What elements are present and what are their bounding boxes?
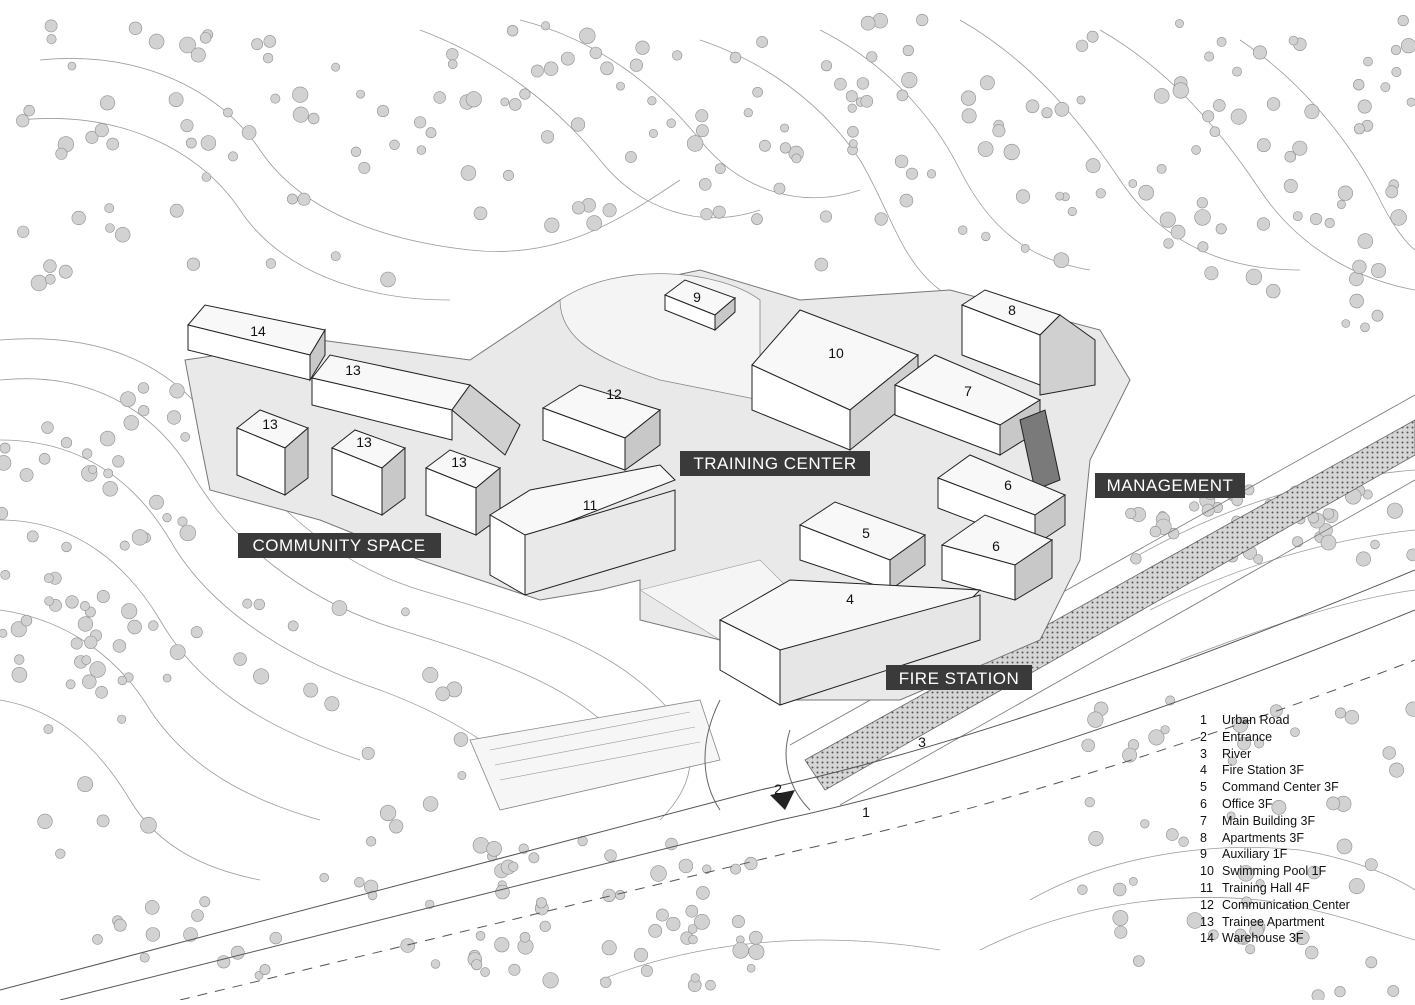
legend-item-label: Main Building 3F bbox=[1222, 813, 1316, 828]
building-label-6-upper: 6 bbox=[1004, 477, 1012, 493]
building-label-13-c: 13 bbox=[451, 454, 467, 470]
legend-item-label: Swimming Pool 1F bbox=[1222, 864, 1327, 879]
svg-text:FIRE STATION: FIRE STATION bbox=[899, 669, 1020, 688]
legend: 1 Urban Road 2 Entrance 3 River 4 Fire Station … bbox=[1200, 712, 1400, 947]
svg-text:TRAINING CENTER: TRAINING CENTER bbox=[693, 454, 856, 473]
building-label-5: 5 bbox=[862, 525, 870, 541]
building-label-13-a: 13 bbox=[262, 416, 278, 432]
legend-item-label: Office 3F bbox=[1222, 796, 1273, 811]
legend-item: 5 Command Center 3F bbox=[1200, 779, 1400, 796]
legend-list: 1 Urban Road 2 Entrance 3 River 4 Fire Station … bbox=[1200, 712, 1400, 947]
legend-item: 10 Swimming Pool 1F bbox=[1200, 863, 1400, 880]
legend-item-label: Trainee Apartment bbox=[1222, 914, 1325, 929]
legend-item: 6 Office 3F bbox=[1200, 796, 1400, 813]
zone-label-management: MANAGEMENT bbox=[1095, 473, 1245, 498]
building-label-14: 14 bbox=[250, 323, 266, 339]
marker-entrance: 2 bbox=[774, 781, 782, 797]
legend-item-number: 12 bbox=[1200, 897, 1214, 912]
entrance-road bbox=[704, 699, 811, 811]
zone-label-community: COMMUNITY SPACE bbox=[238, 533, 441, 558]
building-label-13-b: 13 bbox=[356, 434, 372, 450]
legend-item: 4 Fire Station 3F bbox=[1200, 762, 1400, 779]
legend-item: 9 Auxiliary 1F bbox=[1200, 846, 1400, 863]
legend-item-number: 10 bbox=[1200, 864, 1214, 879]
legend-item: 14 Warehouse 3F bbox=[1200, 930, 1400, 947]
legend-item-number: 3 bbox=[1200, 746, 1207, 761]
building-label-4: 4 bbox=[846, 591, 854, 607]
legend-item: 2 Entrance bbox=[1200, 729, 1400, 746]
legend-item-label: Auxiliary 1F bbox=[1222, 847, 1288, 862]
legend-item-number: 5 bbox=[1200, 780, 1207, 795]
building-label-6-lower: 6 bbox=[992, 538, 1000, 554]
legend-item-label: Urban Road bbox=[1222, 713, 1290, 727]
building-label-7: 7 bbox=[964, 383, 972, 399]
legend-item-label: Entrance bbox=[1222, 729, 1273, 744]
legend-item: 11 Training Hall 4F bbox=[1200, 880, 1400, 897]
legend-item-label: Command Center 3F bbox=[1222, 780, 1339, 795]
legend-item-label: Training Hall 4F bbox=[1222, 880, 1310, 895]
marker-river: 3 bbox=[918, 734, 926, 750]
legend-item-number: 1 bbox=[1200, 713, 1207, 727]
legend-item-number: 13 bbox=[1200, 914, 1214, 929]
building-label-9: 9 bbox=[693, 289, 701, 305]
legend-item: 8 Apartments 3F bbox=[1200, 830, 1400, 847]
legend-item-label: River bbox=[1222, 746, 1252, 761]
building-label-12: 12 bbox=[606, 386, 622, 402]
building-label-8: 8 bbox=[1008, 302, 1016, 318]
legend-item-number: 4 bbox=[1200, 763, 1207, 778]
legend-item: 7 Main Building 3F bbox=[1200, 813, 1400, 830]
marker-road: 1 bbox=[862, 804, 870, 820]
legend-item: 3 River bbox=[1200, 746, 1400, 763]
legend-item: 1 Urban Road bbox=[1200, 712, 1400, 729]
legend-item-label: Warehouse 3F bbox=[1222, 931, 1304, 946]
building-label-10: 10 bbox=[828, 345, 844, 361]
legend-item: 13 Trainee Apartment bbox=[1200, 914, 1400, 931]
building-label-13-long: 13 bbox=[345, 362, 361, 378]
legend-item-number: 11 bbox=[1200, 880, 1213, 895]
legend-item-number: 9 bbox=[1200, 847, 1207, 862]
legend-item: 12 Communication Center bbox=[1200, 897, 1400, 914]
legend-item-label: Communication Center bbox=[1222, 897, 1350, 912]
buildings bbox=[187, 279, 1096, 706]
zone-label-fire: FIRE STATION bbox=[886, 665, 1032, 690]
building-number-labels: 14 13 13 13 13 12 11 10 9 8 7 6 6 5 4 1 … bbox=[250, 289, 1016, 820]
legend-item-number: 2 bbox=[1200, 729, 1207, 744]
legend-item-number: 6 bbox=[1200, 796, 1207, 811]
legend-item-number: 7 bbox=[1200, 813, 1207, 828]
legend-item-label: Apartments 3F bbox=[1222, 830, 1304, 845]
tree-clusters bbox=[0, 13, 1415, 1003]
svg-text:MANAGEMENT: MANAGEMENT bbox=[1107, 476, 1234, 495]
legend-item-number: 8 bbox=[1200, 830, 1207, 845]
legend-item-label: Fire Station 3F bbox=[1222, 763, 1304, 778]
building-label-11: 11 bbox=[583, 497, 598, 513]
legend-item-number: 14 bbox=[1200, 931, 1214, 946]
urban-road bbox=[0, 569, 1415, 1001]
svg-text:COMMUNITY SPACE: COMMUNITY SPACE bbox=[252, 536, 425, 555]
zone-label-training: TRAINING CENTER bbox=[680, 451, 870, 476]
